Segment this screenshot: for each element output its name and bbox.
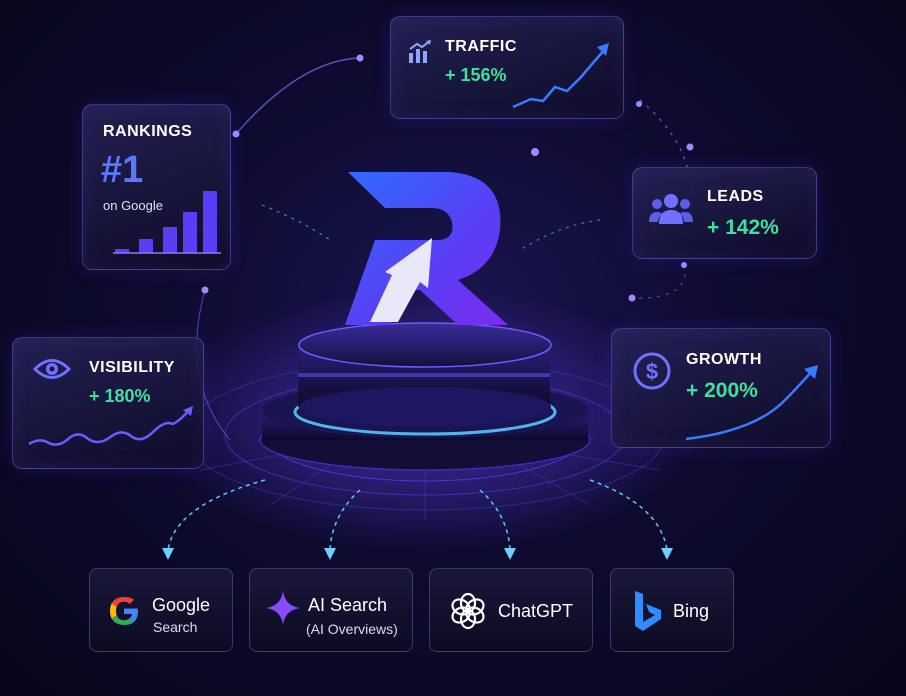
platform-google[interactable]: Google Search bbox=[89, 568, 233, 652]
growth-title: GROWTH bbox=[686, 351, 762, 368]
leads-value: + 142% bbox=[707, 216, 779, 239]
visibility-value: + 180% bbox=[89, 386, 151, 406]
bar-chart-icon bbox=[409, 40, 431, 63]
leads-card: LEADS + 142% bbox=[632, 167, 817, 259]
traffic-value: + 156% bbox=[445, 65, 507, 85]
growth-card: $ GROWTH + 200% bbox=[611, 328, 831, 448]
svg-text:$: $ bbox=[646, 359, 658, 384]
rankings-value: #1 bbox=[101, 149, 144, 191]
openai-icon bbox=[451, 592, 485, 630]
google-label: Google bbox=[152, 595, 211, 615]
chatgpt-label: ChatGPT bbox=[498, 601, 574, 621]
rankings-bar-chart bbox=[113, 191, 221, 254]
growth-trend-line bbox=[685, 365, 818, 441]
platform-chatgpt[interactable]: ChatGPT bbox=[429, 568, 593, 652]
traffic-card: TRAFFIC + 156% bbox=[390, 16, 624, 119]
bing-label: Bing bbox=[673, 601, 710, 621]
traffic-title: TRAFFIC bbox=[445, 38, 517, 55]
rankings-card: RANKINGS #1 on Google bbox=[82, 104, 231, 270]
platform-ai-search[interactable]: AI Search (AI Overviews) bbox=[249, 568, 413, 652]
rankings-title: RANKINGS bbox=[103, 123, 193, 140]
leads-title: LEADS bbox=[707, 188, 764, 205]
visibility-title: VISIBILITY bbox=[89, 359, 175, 376]
users-icon bbox=[649, 194, 693, 224]
ai-search-sublabel: (AI Overviews) bbox=[306, 621, 398, 637]
visibility-card: VISIBILITY + 180% bbox=[12, 337, 204, 469]
dollar-icon: $ bbox=[633, 352, 671, 390]
sparkle-icon bbox=[266, 591, 300, 625]
platform-bing[interactable]: Bing bbox=[610, 568, 734, 652]
google-sublabel: Search bbox=[153, 619, 198, 635]
ai-search-label: AI Search bbox=[308, 595, 388, 615]
eye-icon bbox=[33, 359, 71, 379]
google-icon bbox=[110, 596, 138, 625]
traffic-trend-line bbox=[512, 43, 609, 109]
rankings-sub: on Google bbox=[103, 198, 163, 213]
growth-value: + 200% bbox=[686, 379, 758, 402]
bing-icon bbox=[635, 591, 661, 631]
visibility-trend-line bbox=[28, 406, 193, 446]
